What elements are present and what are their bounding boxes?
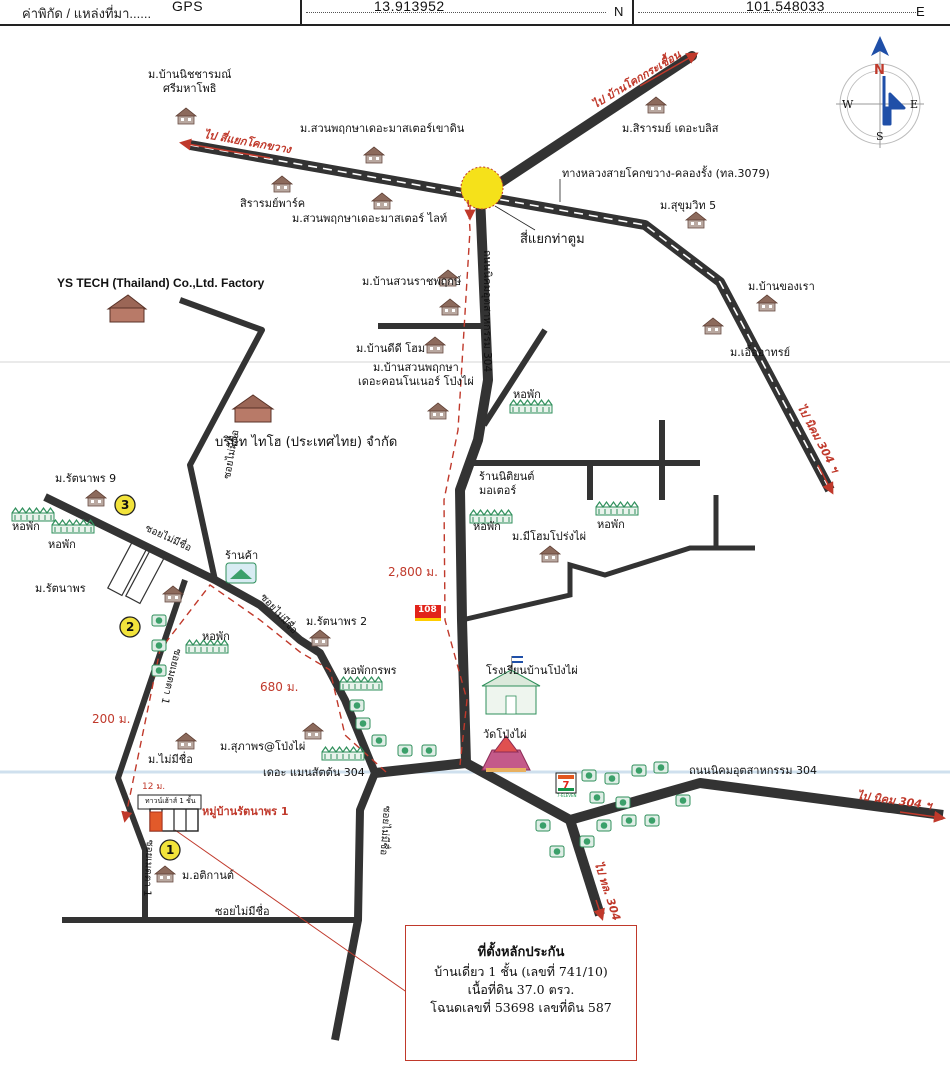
label-dist-2800: 2,800 ม. xyxy=(388,565,438,579)
location-map: 7 xyxy=(0,36,950,1041)
label-sukhumvit5: ม.สุขุมวิท 5 xyxy=(660,199,717,212)
label-the-man: เดอะ แมนสัตต้น 304 xyxy=(263,766,365,779)
leader-line xyxy=(174,829,409,994)
east-cell: 101.548033 E xyxy=(634,0,950,24)
label-rattanaporn9: ม.รัตนาพร 9 xyxy=(55,472,117,485)
road-304-vertical xyxy=(455,195,493,764)
marker-3 xyxy=(114,494,136,516)
east-value: 101.548033 xyxy=(746,0,825,14)
label-village-rattanaporn1: หมู่บ้านรัตนาพร 1 xyxy=(202,805,289,818)
label-dorm-kornpon: หอพักกรพร xyxy=(343,664,397,677)
label-soi-unnamed-5: ซอยไม่มีชื่อ xyxy=(215,905,270,918)
label-ban-dee-home: ม.บ้านดีดี โฮม xyxy=(356,342,426,355)
label-sirarom-bliss: ม.สิรารมย์ เดอะบลิส xyxy=(622,122,719,135)
intersection-marker xyxy=(460,166,504,210)
compass-e: E xyxy=(910,98,919,111)
school-icon xyxy=(481,656,541,715)
label-dorm-1: หอพัก xyxy=(513,388,541,401)
label-dim-12m: 12 ม. xyxy=(142,782,166,792)
label-highway: ทางหลวงสายโคกขวาง-คลองรั้ง (ทล.3079) xyxy=(562,167,770,180)
compass-w: W xyxy=(842,98,854,111)
label-store108: 108 xyxy=(418,605,437,615)
label-sirarom-park: สิรารมย์พาร์ค xyxy=(240,197,306,210)
road-to-ban-khok xyxy=(475,51,697,201)
label-num-2: 2 xyxy=(126,620,135,634)
label-seven-eleven: 7-ELEVEN xyxy=(557,793,577,798)
route-segment-2800 xyxy=(443,199,471,766)
north-cell: 13.913952 N xyxy=(302,0,634,24)
label-num-3: 3 xyxy=(121,498,130,512)
label-ban-nitcharam: ม.บ้านนิชชารมณ์ ศรีมหาโพธิ xyxy=(148,68,232,95)
label-temple: วัดโป่งไผ่ xyxy=(483,728,527,741)
label-mee-home: ม.มีโฮมโปร่งไผ่ xyxy=(512,530,587,543)
label-no-name-village: ม.ไม่มีชื่อ xyxy=(148,753,193,766)
label-collateral-marker: ทาวน์เฮ้าส์ 1 ชั้น xyxy=(145,797,196,805)
source-cell: ค่าพิกัด / แหล่งที่มา...... GPS xyxy=(0,0,302,24)
collateral-location xyxy=(137,794,202,832)
label-uea-arthorn: ม.เอื้ออาทรย์ xyxy=(730,346,791,359)
label-suan-pruksa-khaokhin: ม.สวนพฤกษาเดอะมาสเตอร์เขาดิน xyxy=(300,122,465,135)
label-supaporn: ม.สุภาพร@โป่งไผ่ xyxy=(220,740,306,753)
info-line-1: บ้านเดี่ยว 1 ชั้น (เลขที่ 741/10) xyxy=(434,963,608,979)
dorm-icons xyxy=(11,399,639,761)
gps-source: GPS xyxy=(172,0,204,14)
label-dorm-6: หอพัก xyxy=(202,630,230,643)
label-rattanaporn2: ม.รัตนาพร 2 xyxy=(306,615,368,628)
label-road304-bottom: ถนนนิคมอุตสาหกรรม 304 xyxy=(689,764,817,777)
compass-n: N xyxy=(874,63,885,78)
ys-tech-building xyxy=(106,294,148,323)
coordinate-header: ค่าพิกัด / แหล่งที่มา...... GPS 13.91395… xyxy=(0,0,950,26)
label-dorm-3: หอพัก xyxy=(597,518,625,531)
marker-1 xyxy=(159,839,181,861)
label-road304-vertical: ถนนนิคมอุตสาหกรรม 304 xyxy=(481,250,493,373)
label-suan-pruksa-light: ม.สวนพฤกษาเดอะมาสเตอร์ ไลท์ xyxy=(292,212,448,225)
label-atikarn: ม.อติกานต์ xyxy=(182,869,234,882)
highway-3079 xyxy=(189,140,835,493)
label-rattanaporn: ม.รัตนาพร xyxy=(35,582,86,595)
shop-108-logo xyxy=(415,605,441,621)
collateral-info-box: ที่ตั้งหลักประกัน บ้านเดี่ยว 1 ชั้น (เลข… xyxy=(405,925,637,1061)
coordinate-label: ค่าพิกัด / แหล่งที่มา...... xyxy=(22,6,152,21)
north-unit: N xyxy=(614,4,624,19)
label-dorm-4: หอพัก xyxy=(48,538,76,551)
label-shop-nitiyon: ร้านนิติยนต์ มอเตอร์ xyxy=(479,470,535,497)
label-school: โรงเรียนบ้านโป่งไผ่ xyxy=(486,664,578,677)
info-line-3: โฉนดเลขที่ 53698 เลขที่ดิน 587 xyxy=(430,1000,612,1016)
label-dorm-5: หอพัก xyxy=(473,520,501,533)
taiho-building xyxy=(231,394,275,423)
route-segment-680 xyxy=(121,584,387,823)
compass-rose xyxy=(836,36,924,148)
label-ys-tech: YS TECH (Thailand) Co.,Ltd. Factory xyxy=(57,276,265,290)
label-ban-khong-rao: ม.บ้านของเรา xyxy=(748,280,815,293)
label-dist-200: 200 ม. xyxy=(92,712,131,726)
label-taiho: บริษัท ไทโฮ (ประเทศไทย) จำกัด xyxy=(215,435,398,450)
label-dorm-2: หอพัก xyxy=(12,520,40,533)
info-title: ที่ตั้งหลักประกัน xyxy=(477,945,565,960)
label-shop: ร้านค้า xyxy=(225,549,259,562)
shop-icon xyxy=(225,562,257,584)
temple-icon xyxy=(481,735,531,772)
marker-2 xyxy=(119,616,141,638)
svg-text:7: 7 xyxy=(563,780,570,791)
info-line-2: เนื้อที่ดิน 37.0 ตรว. xyxy=(467,981,575,997)
label-ban-suan-ratchapruek: ม.บ้านสวนราชพฤกษ์ xyxy=(362,275,462,288)
north-value: 13.913952 xyxy=(374,0,445,14)
label-intersection: สี่แยกท่าตูม xyxy=(520,232,585,247)
label-dist-680: 680 ม. xyxy=(260,680,299,694)
tree-icons xyxy=(151,614,691,858)
east-unit: E xyxy=(916,4,926,19)
road-to-tl304 xyxy=(565,818,605,917)
compass-s: S xyxy=(876,130,884,143)
label-num-1: 1 xyxy=(166,843,175,857)
label-ban-suan-pruksa-condo: ม.บ้านสวนพฤกษา เดอะคอนโนเนอร์ โป่งไผ่ xyxy=(358,361,474,388)
seven-eleven-logo: 7 xyxy=(555,772,577,794)
